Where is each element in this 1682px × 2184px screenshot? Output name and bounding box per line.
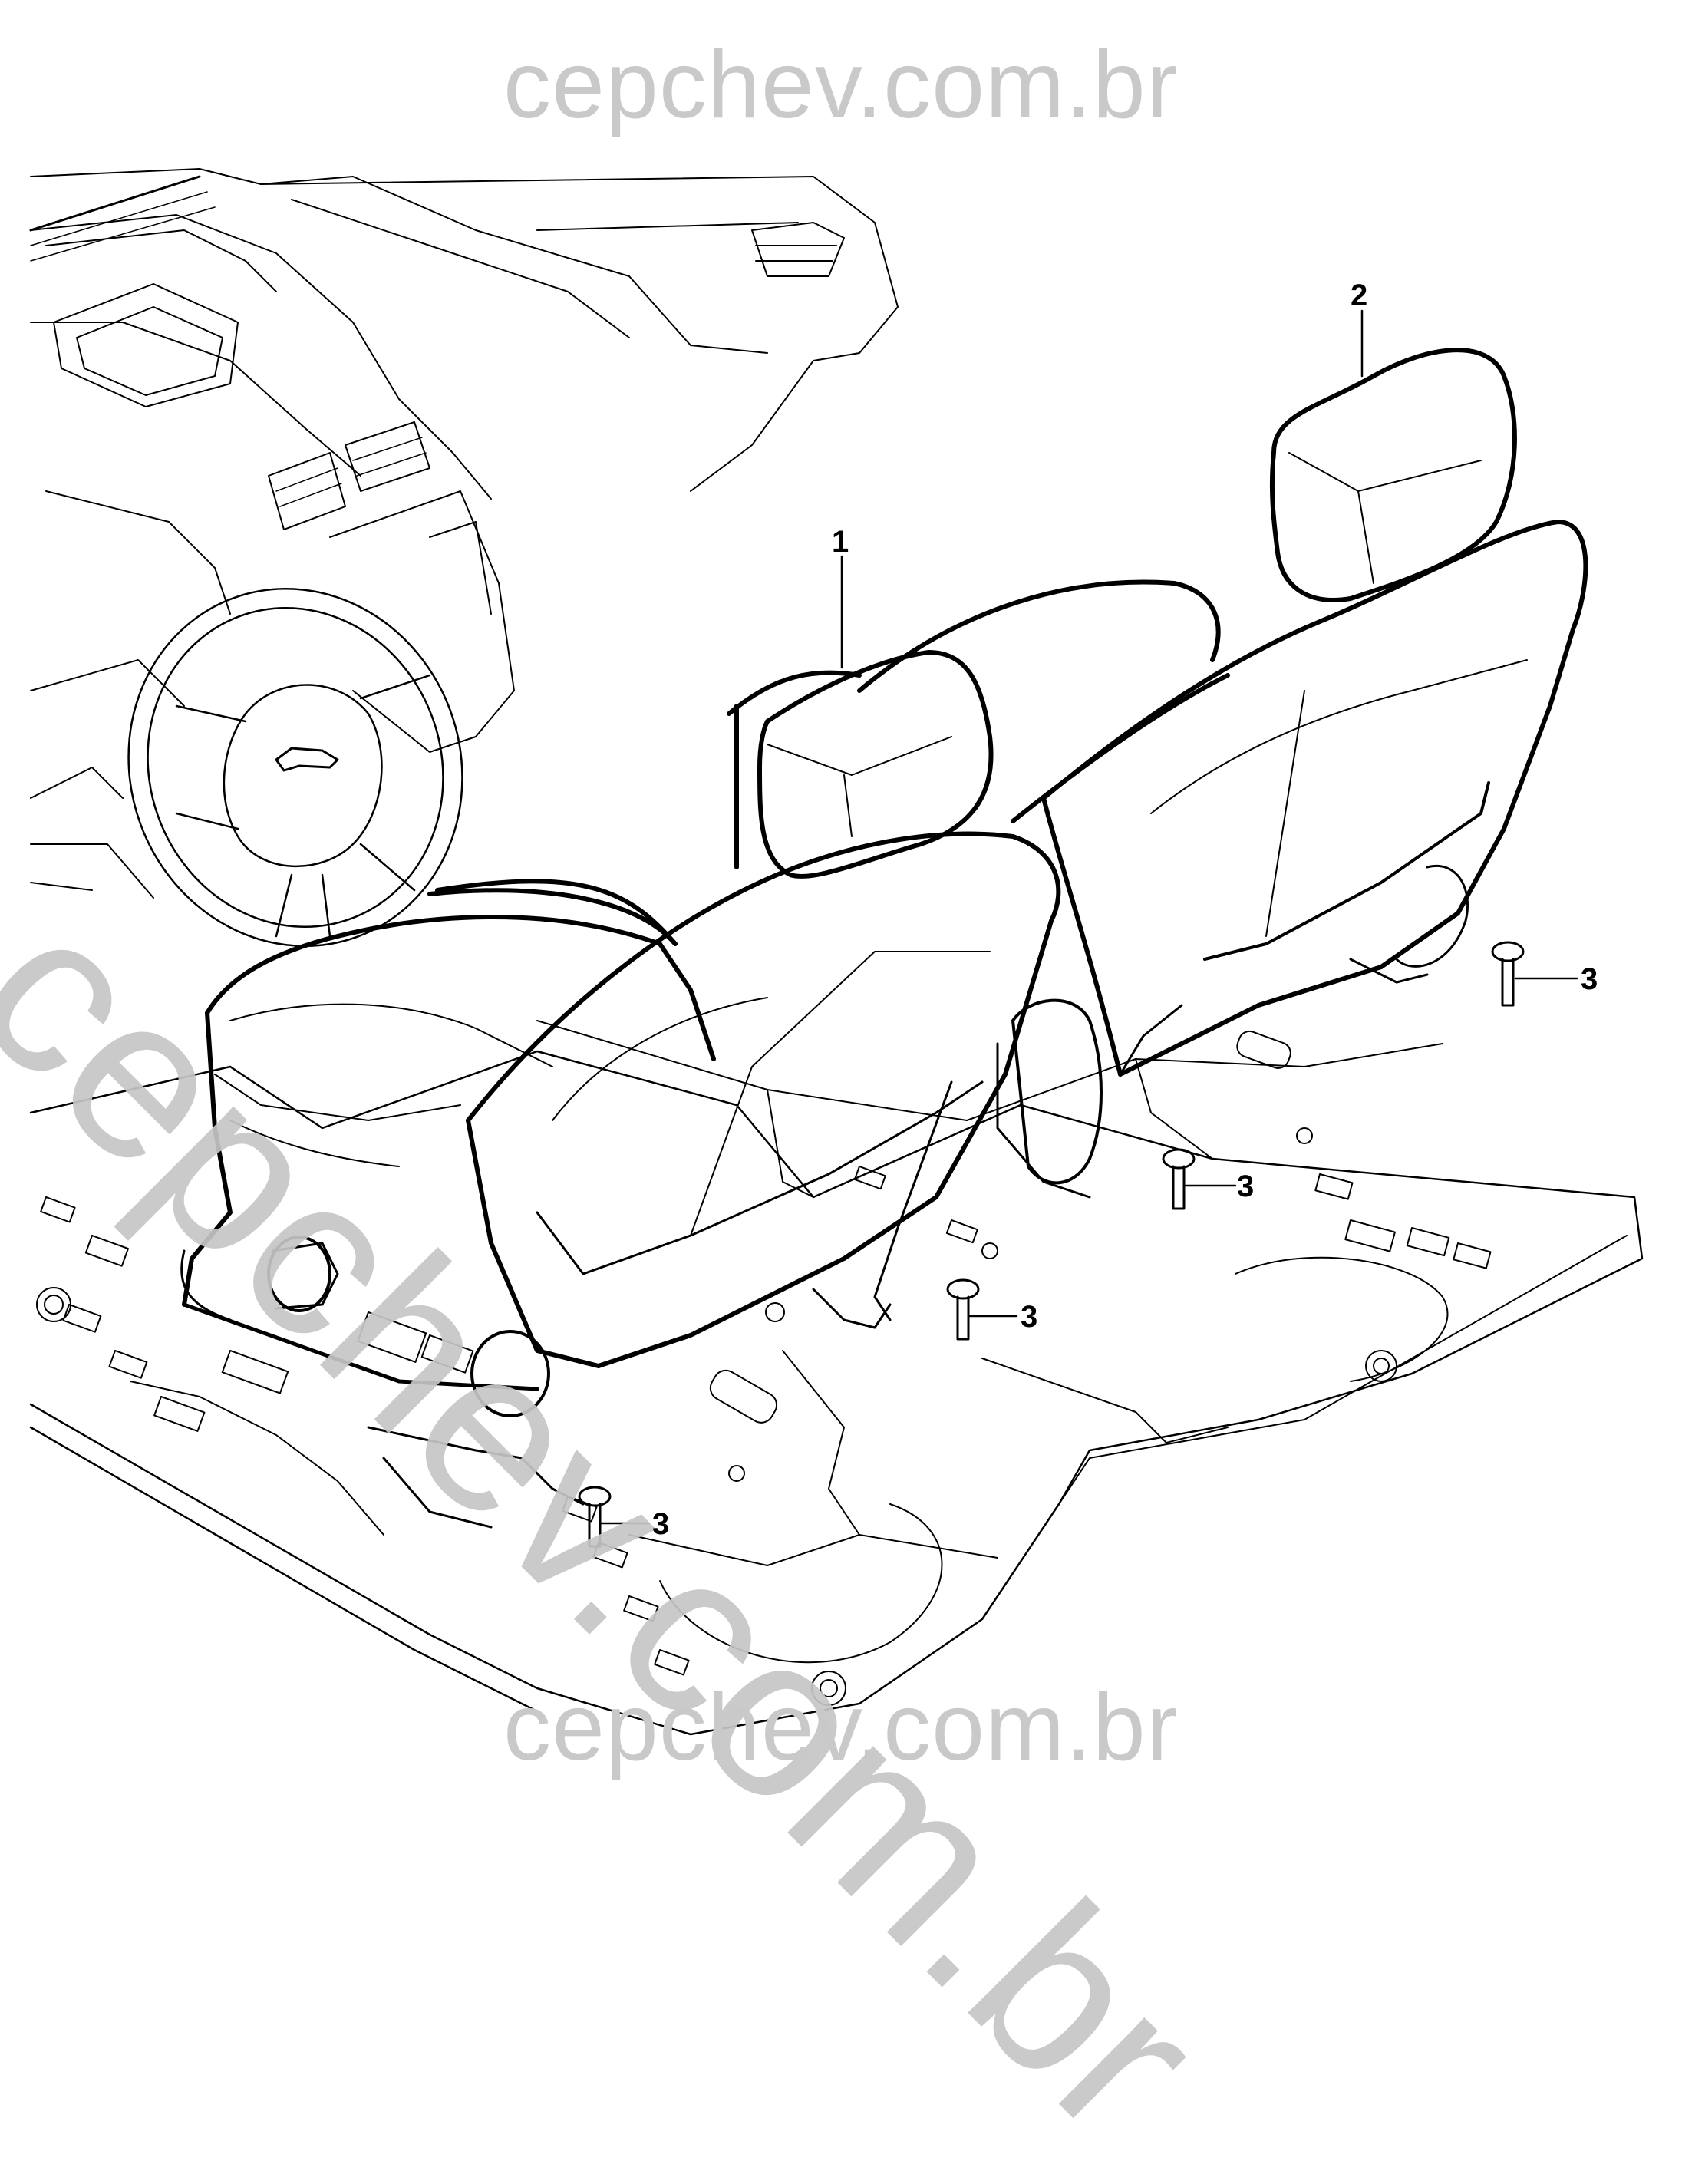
seat-2 bbox=[857, 348, 1588, 1199]
chevrolet-bowtie-icon bbox=[275, 747, 339, 772]
instrument-panel bbox=[29, 168, 899, 899]
bolt-icon bbox=[1162, 1148, 1196, 1210]
bolt-icon bbox=[578, 1486, 612, 1548]
bolt-icon bbox=[946, 1278, 980, 1341]
floor-pan bbox=[29, 1020, 1644, 1736]
parts-diagram: cepchev.com.br cepchev.com.br cepchev.co… bbox=[0, 32, 1644, 2182]
callout-bolt-b: 3 bbox=[1237, 1170, 1255, 1203]
callout-bolt-d: 3 bbox=[652, 1507, 670, 1541]
callout-bolt-a: 3 bbox=[1581, 962, 1598, 996]
steering-wheel bbox=[127, 588, 463, 947]
callout-seat-2: 2 bbox=[1351, 279, 1368, 312]
watermark-top: cepchev.com.br bbox=[503, 32, 1179, 138]
seat-assembly-drawing bbox=[29, 168, 1644, 1736]
callout-bolt-c: 3 bbox=[1021, 1300, 1038, 1334]
bolt-icon bbox=[1491, 941, 1525, 1007]
leader-lines bbox=[599, 309, 1578, 1525]
watermark-bottom: cepchev.com.br bbox=[503, 1674, 1179, 1780]
callout-seat-1: 1 bbox=[832, 525, 849, 559]
